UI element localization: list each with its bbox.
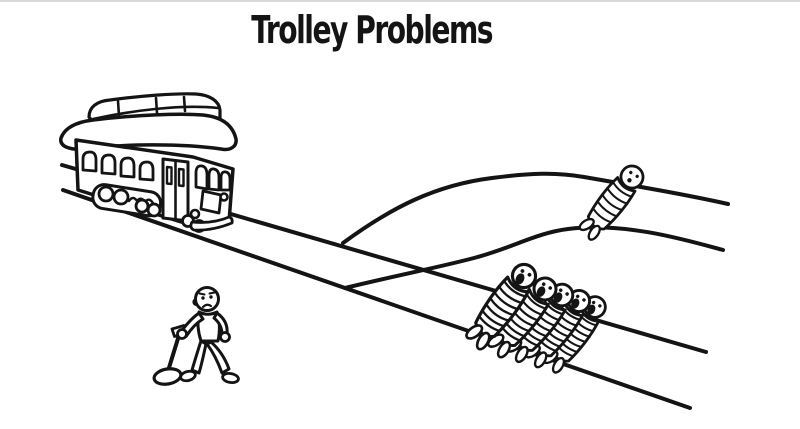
page-title: Trolley Problems: [251, 8, 494, 52]
trolley-front-windows: [194, 164, 232, 192]
title-container: Trolley Problems: [0, 8, 800, 52]
tied-victims-main-track: [459, 256, 614, 379]
trolley-headlight: [189, 208, 201, 220]
branch-track: [341, 171, 730, 290]
main-track-rail-bottom: [61, 188, 692, 410]
trolley-marker-light: [219, 192, 229, 202]
trolley-doors: [161, 157, 190, 223]
operator-frown: [201, 303, 213, 309]
trolley-side-windows: [81, 150, 155, 182]
trolley-front-plate: [199, 189, 223, 215]
lever-operator: [176, 286, 240, 385]
trolley: [59, 92, 238, 233]
trolley-bumper: [189, 215, 234, 232]
operator-hand: [176, 328, 188, 340]
branch-track-rail-bottom: [343, 225, 725, 290]
operator-head: [194, 286, 220, 312]
track-switch-lever: [152, 324, 188, 386]
operator-fist: [219, 331, 231, 343]
top-border-line: [0, 0, 800, 2]
branch-track-rail-top: [341, 171, 730, 245]
